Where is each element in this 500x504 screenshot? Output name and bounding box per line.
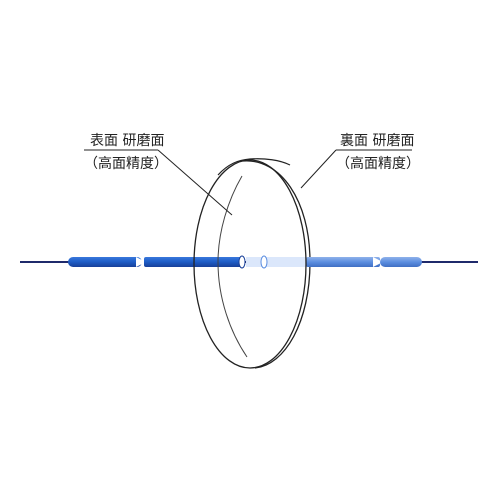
beam-segment-3 <box>306 257 380 267</box>
beam-inside-lens <box>246 255 306 269</box>
label-back: 裏面 研磨面 （高面精度） <box>336 132 420 172</box>
lens-top-edge <box>217 158 291 176</box>
beam-arrow-2 <box>373 257 383 267</box>
leader-front-pointer <box>157 149 233 216</box>
beam-segment-1 <box>68 257 142 267</box>
label-front-line1: 表面 研磨面 <box>90 133 164 149</box>
beam-exit-ring <box>260 255 268 269</box>
lens-inner-edge <box>217 175 248 358</box>
leader-back-pointer <box>300 149 337 189</box>
leader-lines <box>84 149 412 216</box>
beam-entry-ring <box>238 255 246 269</box>
label-front-line2: （高面精度） <box>84 155 168 172</box>
beam-segment-4 <box>380 257 422 267</box>
beam-arrow-1 <box>136 257 146 267</box>
label-back-line2: （高面精度） <box>336 155 420 172</box>
beam-inside-segment <box>246 257 306 267</box>
label-back-line1: 裏面 研磨面 <box>340 132 414 149</box>
label-front: 表面 研磨面 （高面精度） <box>84 133 168 172</box>
lens-front-face <box>193 159 307 369</box>
beam-outgoing <box>306 257 422 267</box>
lens-front <box>193 158 307 369</box>
